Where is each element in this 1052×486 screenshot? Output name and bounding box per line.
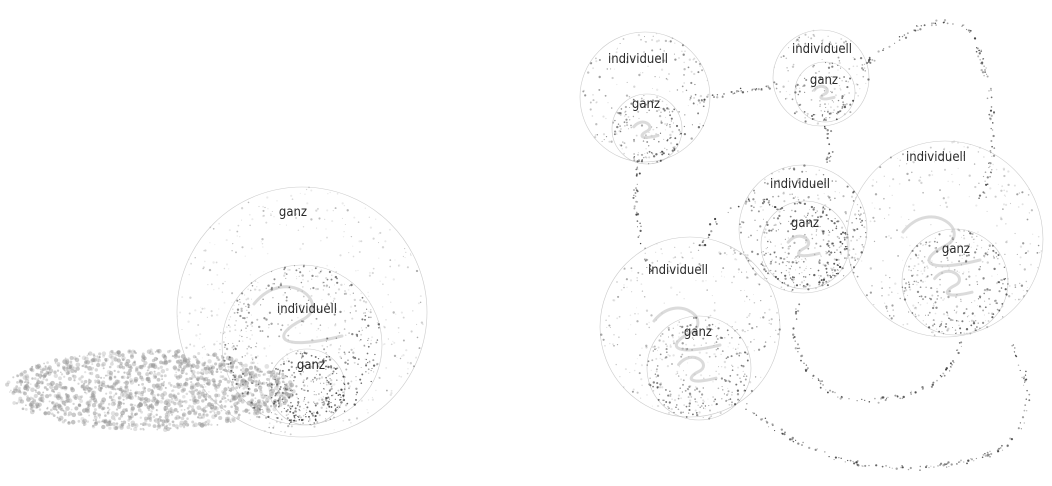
cell-inner-sphere — [646, 315, 752, 421]
left-nested-group: ganz individuell ganz — [5, 186, 428, 438]
cell-outer-label: individuell — [608, 52, 668, 67]
middle-sphere-individual — [221, 264, 383, 426]
cell-outer-sphere — [772, 29, 870, 127]
dotted-connections — [632, 19, 1031, 471]
cell-outer-sphere — [738, 164, 868, 294]
cell-outer-label: individuell — [792, 42, 852, 57]
inner-sphere-label: ganz — [297, 358, 325, 373]
right-network-group: individuell ganz individuell ganz indivi… — [579, 19, 1044, 471]
cell-inner-sphere — [901, 228, 1009, 336]
cell-top-left: individuell ganz — [579, 31, 711, 165]
cell-outer-label: individuell — [906, 150, 966, 165]
cell-outer-label: individuell — [648, 263, 708, 278]
cell-top-middle: individuell ganz — [772, 29, 870, 127]
cell-inner-label: ganz — [810, 73, 838, 88]
cell-center: individuell ganz — [738, 164, 868, 294]
cast-shadow — [5, 348, 296, 433]
inner-sphere-whole — [268, 348, 346, 426]
cell-right: individuell ganz — [846, 140, 1044, 338]
cell-inner-label: ganz — [684, 325, 712, 340]
cell-inner-sphere — [611, 93, 683, 165]
cell-outer-sphere — [846, 140, 1044, 338]
middle-sphere-label: individuell — [277, 302, 337, 317]
cell-inner-label: ganz — [942, 242, 970, 257]
cell-inner-label: ganz — [632, 97, 660, 112]
cell-inner-label: ganz — [791, 216, 819, 231]
cell-bottom-left: individuell ganz — [599, 236, 781, 421]
cell-inner-sphere — [794, 61, 856, 123]
cell-inner-sphere — [760, 200, 850, 290]
cell-outer-label: individuell — [770, 177, 830, 192]
outer-sphere-label: ganz — [279, 205, 307, 220]
